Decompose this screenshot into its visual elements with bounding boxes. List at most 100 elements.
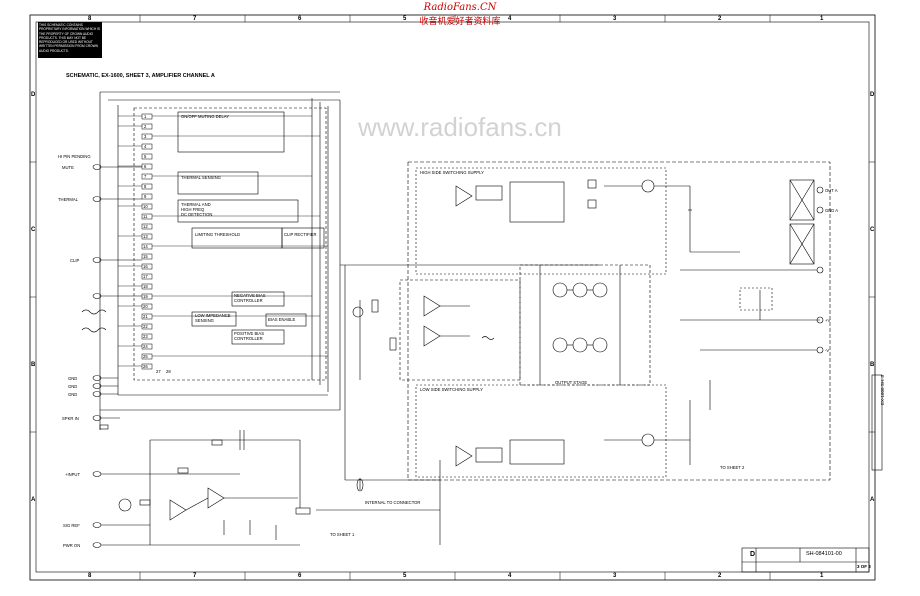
pin-number: 23 [143, 334, 148, 339]
box-thermal-sensing: THERMAL SENSING [181, 175, 221, 180]
zone-bottom-3: 3 [613, 573, 617, 579]
pin-number: 10 [143, 204, 148, 209]
zone-right-A: A [870, 497, 875, 503]
connector-mute: MUTE [62, 165, 74, 170]
connector-vminus: -V [825, 348, 830, 353]
pin-number: 20 [143, 304, 148, 309]
pin-number: 7 [144, 174, 147, 179]
zone-left-C: C [31, 227, 36, 233]
watermark-brand: RadioFans.CN [423, 2, 497, 13]
pin-number: 8 [144, 184, 147, 189]
section-high-side: HIGH SIDE SWITCHING SUPPLY [420, 170, 484, 175]
pin-number: 25 [143, 354, 148, 359]
label-hi-pin: HI PIN PENDING [58, 154, 91, 159]
pin-number: 26 [143, 364, 148, 369]
zone-right-D: D [870, 92, 875, 98]
connector-thermal: THERMAL [58, 197, 79, 202]
pin-number: 14 [143, 244, 148, 249]
zone-bottom-5: 5 [403, 573, 407, 579]
pin-number: 6 [144, 164, 147, 169]
pin-number: 24 [143, 344, 148, 349]
zone-bottom-7: 7 [193, 573, 197, 579]
pin-number: 18 [143, 284, 148, 289]
connector-input: +INPUT [65, 472, 81, 477]
label-internal: INTERNAL TO CONNECTOR [365, 500, 421, 505]
zone-top-3: 3 [613, 16, 617, 22]
connector-spkr: SPKR IN [62, 416, 79, 421]
box-bias-enable: BIAS ENABLE [268, 317, 296, 322]
pin-number: 21 [143, 314, 148, 319]
pin-number: 12 [143, 224, 148, 229]
connector-gnd-a: GND A [825, 208, 839, 213]
zone-top-1: 1 [820, 16, 824, 22]
middle-driver-section [340, 264, 600, 492]
pin-number: 4 [144, 144, 147, 149]
zone-top-7: 7 [193, 16, 197, 22]
zone-top-4: 4 [508, 16, 512, 22]
title-block-doc-number: SH-084101-00 [806, 551, 842, 557]
zone-left-A: A [31, 497, 36, 503]
box-hf-dc-detect: THERMAL AND HIGH FREQ DC DETECTION [181, 202, 213, 217]
control-ic-block [99, 91, 341, 430]
zone-left-B: B [31, 362, 36, 368]
pin-number: 13 [143, 234, 148, 239]
zone-top-6: 6 [298, 16, 302, 22]
connector-gnd: GND [68, 384, 78, 389]
pin-number: 9 [144, 194, 147, 199]
schematic-title: SCHEMATIC, EX-1600, SHEET 3, AMPLIFIER C… [66, 73, 215, 79]
zone-bottom-1: 1 [820, 573, 824, 579]
watermark-center: www.radiofans.cn [358, 112, 562, 142]
pin-number: 17 [143, 274, 148, 279]
proprietary-notice: THIS SCHEMATIC CONTAINS PROPRIETARY INFO… [38, 22, 102, 58]
title-block-sheet: 3 OF 3 [857, 564, 871, 569]
pin-number: 16 [143, 264, 148, 269]
pin-number: 3 [144, 134, 147, 139]
pin-number: 28 [166, 369, 171, 374]
box-muting-delay: ON/OFF MUTING DELAY [181, 114, 230, 119]
left-connector-shapes [81, 164, 170, 548]
zone-ticks [30, 15, 875, 580]
connector-sig-ref: SIG REF [63, 523, 80, 528]
label-to-sheet-2: TO SHEET 2 [720, 465, 745, 470]
connector-gnd: GND [68, 392, 78, 397]
pin-number: 15 [143, 254, 148, 259]
connector-clip: CLIP [70, 258, 80, 263]
zone-bottom-2: 2 [718, 573, 722, 579]
pin-number: 19 [143, 294, 148, 299]
box-positive-bias: POSITIVE BIAS CONTROLLER [234, 331, 265, 341]
zone-right-C: C [870, 227, 875, 233]
pin-number: 22 [143, 324, 148, 329]
box-negative-bias: NEGATIVE BIAS CONTROLLER [234, 293, 266, 303]
box-limiting-threshold: LIMITING THRESHOLD [195, 232, 241, 237]
pin-number: 27 [156, 369, 161, 374]
side-doc-text: EX-1600 SH. 3 [880, 374, 885, 405]
zone-top-8: 8 [88, 16, 92, 22]
input-stage [118, 430, 441, 546]
pin-number: 11 [143, 214, 148, 219]
label-to-sheet-1: TO SHEET 1 [330, 532, 355, 537]
title-block [741, 374, 883, 573]
title-block-size: D [750, 551, 756, 558]
pin-number: 1 [144, 114, 147, 119]
box-low-impedance: LOW IMPEDANCE SENSING [195, 313, 231, 323]
connector-gnd: GND [68, 376, 78, 381]
zone-bottom-6: 6 [298, 573, 302, 579]
watermark-subtitle: 收音机爱好者资料库 [419, 17, 501, 27]
zone-bottom-8: 8 [88, 573, 92, 579]
inner-border [35, 21, 870, 573]
box-clip-rectifier: CLIP RECTIFIER [284, 232, 317, 237]
connector-pwr-on: PWR ON [63, 543, 81, 548]
zone-top-2: 2 [718, 16, 722, 22]
pin-number: 5 [144, 154, 147, 159]
connector-out-a: OUT A [825, 188, 838, 193]
section-output-stage: OUTPUT STAGE [555, 380, 588, 385]
connector-vplus: +V [825, 318, 831, 323]
zone-top-5: 5 [403, 16, 407, 22]
zone-left-D: D [31, 92, 36, 98]
pin-number: 2 [144, 124, 147, 129]
outer-border [29, 14, 876, 581]
power-output-section [407, 161, 831, 481]
zone-bottom-4: 4 [508, 573, 512, 579]
section-low-side: LOW SIDE SWITCHING SUPPLY [420, 387, 483, 392]
